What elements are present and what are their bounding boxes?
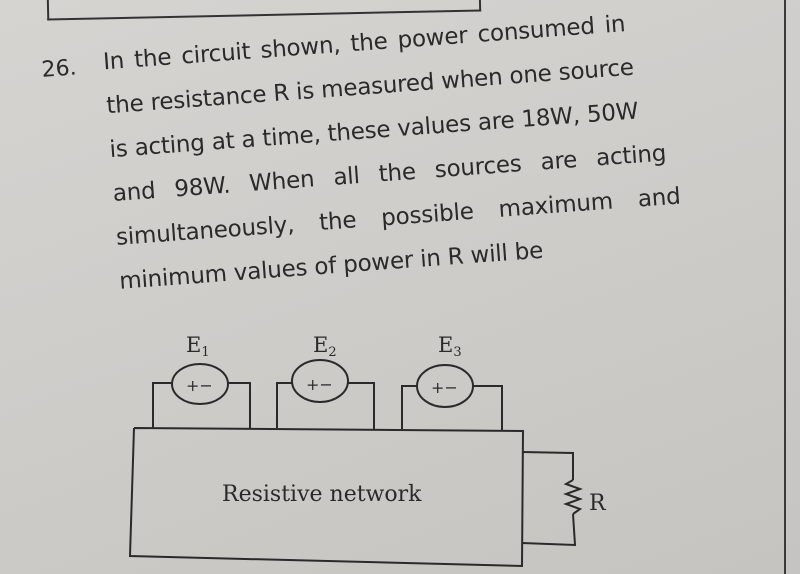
source-e1-label: E1 bbox=[186, 333, 210, 360]
resistor-branch bbox=[521, 451, 583, 547]
source-e2-label: E2 bbox=[313, 333, 337, 360]
source-e1-polarity: +− bbox=[186, 376, 213, 395]
network-label: Resistive network bbox=[222, 482, 422, 507]
network-box bbox=[128, 427, 525, 568]
resistor-r bbox=[563, 479, 583, 515]
source-e3-polarity: +− bbox=[431, 378, 458, 397]
source-e2 bbox=[276, 359, 375, 429]
page-border bbox=[784, 0, 786, 574]
source-e3-label: E3 bbox=[438, 333, 462, 360]
resistor-label: R bbox=[589, 491, 607, 516]
source-e2-symbol bbox=[291, 359, 349, 403]
source-e2-polarity: +− bbox=[306, 375, 333, 394]
source-e1 bbox=[152, 363, 251, 428]
source-e3 bbox=[401, 364, 503, 430]
